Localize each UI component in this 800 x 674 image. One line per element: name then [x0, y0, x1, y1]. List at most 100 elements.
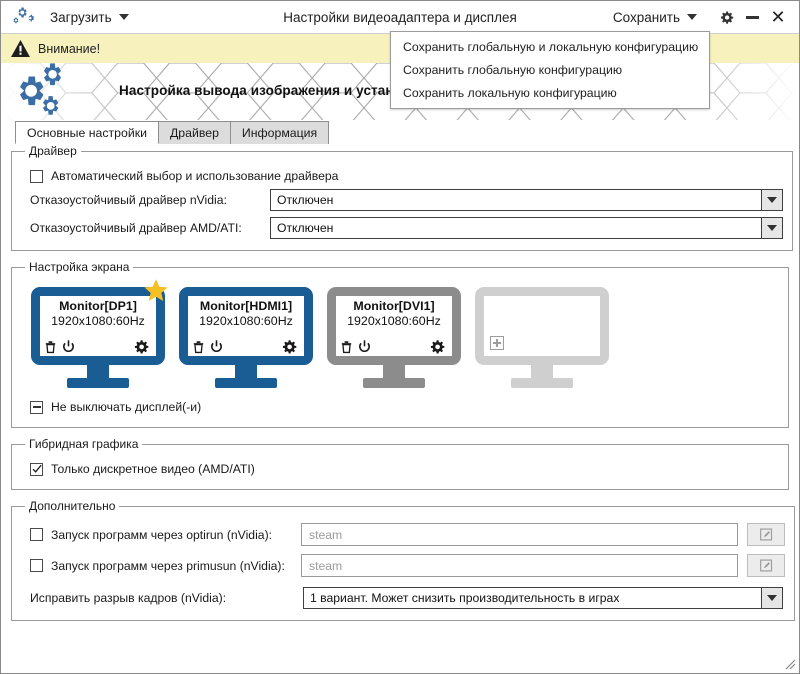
checkmark-icon: [32, 464, 42, 473]
primary-star-icon: [144, 279, 168, 301]
nvidia-driver-select[interactable]: Отключен: [270, 189, 783, 211]
gear-icon[interactable]: [430, 339, 445, 354]
discrete-only-label: Только дискретное видео (AMD/ATI): [51, 462, 255, 476]
amd-driver-dropdown-arrow[interactable]: [761, 218, 782, 238]
monitor-card-dvi1[interactable]: Monitor[DVI1] 1920x1080:60Hz: [327, 287, 461, 388]
chevron-down-icon: [767, 225, 777, 231]
hybrid-graphics-legend: Гибридная графика: [29, 437, 139, 451]
nvidia-driver-row: Отказоустойчивый драйвер nVidia: Отключе…: [30, 189, 783, 211]
monitor-name: Monitor[DVI1]: [353, 299, 435, 313]
power-icon[interactable]: [61, 339, 76, 354]
menu-item-save-global[interactable]: Сохранить глобальную конфигурацию: [403, 63, 623, 77]
warning-triangle-icon: [11, 40, 30, 57]
primusun-row: Запуск программ через primusun (nVidia):…: [30, 554, 785, 577]
title-bar: Загрузить Настройки видеоадаптера и дисп…: [1, 1, 799, 34]
power-icon[interactable]: [357, 339, 372, 354]
load-menu-label: Загрузить: [50, 9, 112, 25]
primusun-checkbox[interactable]: [30, 559, 43, 572]
chevron-down-icon: [687, 14, 697, 20]
gear-icon[interactable]: [134, 339, 149, 354]
tearing-dropdown-arrow[interactable]: [761, 588, 782, 608]
minimize-button[interactable]: [739, 4, 765, 30]
main-content: Драйвер Автоматический выбор и использов…: [1, 144, 799, 621]
monitor-name: Monitor[DP1]: [59, 299, 137, 313]
driver-group-legend: Драйвер: [29, 144, 77, 158]
nvidia-driver-label: Отказоустойчивый драйвер nVidia:: [30, 193, 227, 207]
driver-group: Драйвер Автоматический выбор и использов…: [11, 144, 793, 251]
add-monitor-plus-icon[interactable]: [490, 336, 504, 350]
resize-grip-icon[interactable]: [783, 657, 797, 671]
hybrid-graphics-group: Гибридная графика Только дискретное виде…: [11, 437, 789, 490]
monitor-stand-neck: [531, 365, 553, 378]
monitor-icon-bar: [339, 339, 448, 354]
monitor-stand-base: [511, 378, 573, 388]
nvidia-driver-dropdown-arrow[interactable]: [761, 190, 782, 210]
keep-display-on-checkbox-row[interactable]: Не выключать дисплей(-и): [30, 400, 779, 414]
discrete-only-checkbox-row[interactable]: Только дискретное видео (AMD/ATI): [30, 462, 779, 476]
chevron-down-icon: [767, 197, 777, 203]
indeterminate-dash-icon: [32, 406, 41, 408]
optirun-input[interactable]: steam: [301, 523, 738, 546]
screen-group-legend: Настройка экрана: [29, 260, 130, 274]
load-menu-button[interactable]: Загрузить: [50, 10, 129, 25]
monitor-resolution: 1920x1080:60Hz: [51, 314, 145, 328]
trash-icon[interactable]: [43, 339, 58, 354]
extra-group-legend: Дополнительно: [29, 499, 116, 513]
tearing-label: Исправить разрыв кадров (nVidia):: [30, 591, 227, 605]
close-icon: ✕: [770, 7, 786, 27]
monitor-stand-neck: [87, 365, 109, 378]
discrete-only-checkbox[interactable]: [30, 462, 43, 476]
amd-driver-label: Отказоустойчивый драйвер AMD/ATI:: [30, 221, 242, 235]
settings-button[interactable]: [713, 4, 739, 30]
amd-driver-row: Отказоустойчивый драйвер AMD/ATI: Отключ…: [30, 217, 783, 239]
warning-text: Внимание!: [38, 41, 101, 56]
optirun-row: Запуск программ через optirun (nVidia): …: [30, 523, 785, 546]
monitor-stand-base: [67, 378, 129, 388]
monitor-card-dp1[interactable]: Monitor[DP1] 1920x1080:60Hz: [31, 279, 168, 388]
amd-driver-select[interactable]: Отключен: [270, 217, 783, 239]
close-button[interactable]: ✕: [765, 4, 791, 30]
extra-group: Дополнительно Запуск программ через opti…: [11, 499, 795, 621]
optirun-checkbox[interactable]: [30, 528, 43, 541]
monitor-list: Monitor[DP1] 1920x1080:60Hz: [31, 279, 779, 388]
monitor-stand-neck: [383, 365, 405, 378]
primusun-input[interactable]: steam: [301, 554, 738, 577]
gear-icon: [720, 11, 733, 24]
monitor-card-hdmi1[interactable]: Monitor[HDMI1] 1920x1080:60Hz: [179, 287, 313, 388]
header-gears-icon: [15, 63, 111, 120]
tab-information[interactable]: Информация: [229, 121, 330, 144]
edit-pencil-icon: [759, 528, 772, 541]
minimize-icon: [745, 15, 759, 19]
trash-icon[interactable]: [191, 339, 206, 354]
trash-icon[interactable]: [339, 339, 354, 354]
auto-driver-checkbox-row[interactable]: Автоматический выбор и использование дра…: [30, 169, 783, 183]
keep-display-on-checkbox[interactable]: [30, 400, 43, 414]
primusun-edit-button[interactable]: [747, 554, 785, 577]
monitor-icon-bar: [191, 339, 300, 354]
power-icon[interactable]: [209, 339, 224, 354]
monitor-screen: Monitor[DVI1] 1920x1080:60Hz: [327, 287, 461, 365]
title-bar-controls: Сохранить ✕: [613, 4, 799, 30]
tearing-select[interactable]: 1 вариант. Может снизить производительно…: [303, 587, 783, 609]
gear-icon[interactable]: [282, 339, 297, 354]
tab-bar: Основные настройки Драйвер Информация: [15, 120, 799, 144]
optirun-label: Запуск программ через optirun (nVidia):: [51, 527, 273, 542]
tab-driver[interactable]: Драйвер: [157, 121, 231, 144]
monitor-screen: [475, 287, 609, 365]
auto-driver-checkbox[interactable]: [30, 169, 43, 183]
optirun-edit-button[interactable]: [747, 523, 785, 546]
menu-item-save-local[interactable]: Сохранить локальную конфигурацию: [403, 86, 617, 100]
monitor-icon-bar: [43, 339, 152, 354]
tab-main-settings[interactable]: Основные настройки: [15, 121, 159, 144]
keep-display-on-label: Не выключать дисплей(-и): [51, 400, 202, 414]
app-logo-gears-icon: [10, 5, 36, 29]
menu-item-save-global-local[interactable]: Сохранить глобальную и локальную конфигу…: [403, 40, 699, 54]
monitor-resolution: 1920x1080:60Hz: [199, 314, 293, 328]
monitor-name: Monitor[HDMI1]: [199, 299, 293, 313]
save-menu-button[interactable]: Сохранить: [613, 10, 697, 25]
nvidia-driver-value: Отключен: [277, 193, 334, 207]
monitor-screen: Monitor[DP1] 1920x1080:60Hz: [31, 287, 165, 365]
optirun-input-placeholder: steam: [309, 527, 343, 542]
monitor-card-add-new[interactable]: [475, 287, 609, 388]
